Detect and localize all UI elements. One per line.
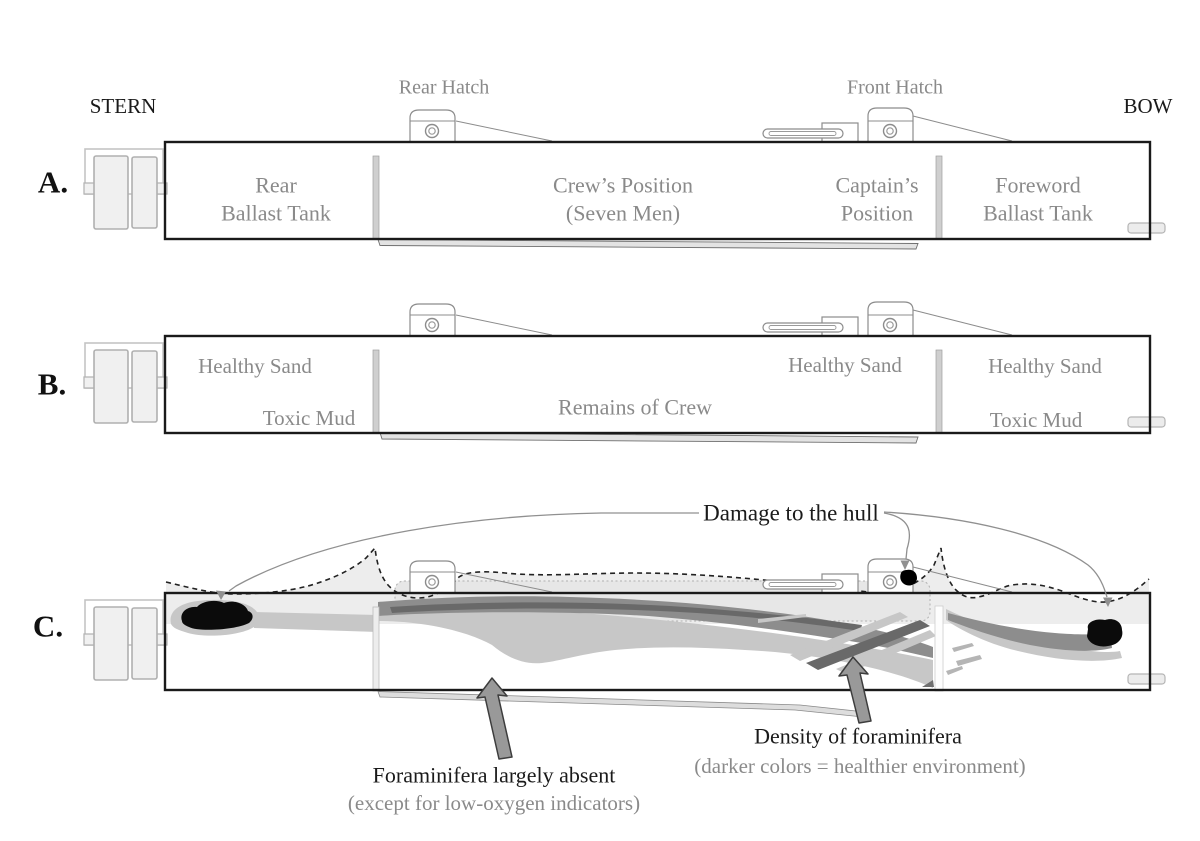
captain-position-label: Captain’s Position	[835, 172, 918, 227]
panel-c-diagram	[82, 511, 1167, 760]
damage-to-hull-label: Damage to the hull	[703, 500, 879, 526]
crew-line1: Crew’s Position	[553, 172, 693, 198]
panel-a-diagram	[82, 106, 1167, 250]
bow-label: BOW	[1123, 93, 1173, 118]
keel-ballast-c	[377, 691, 866, 718]
captain-line1: Captain’s	[835, 172, 919, 198]
rear-ballast-label: Rear Ballast Tank	[221, 172, 331, 227]
bulkhead-rear-a	[372, 155, 380, 240]
damage-annotation-arrowheads	[216, 560, 1113, 607]
bulkhead-rear-b	[372, 349, 380, 434]
foraminifera-density-map	[170, 596, 1122, 688]
bulkhead-front-a	[935, 155, 943, 240]
density-sublabel: (darker colors = healthier environment)	[694, 753, 1026, 778]
rear-ballast-line2: Ballast Tank	[221, 200, 331, 225]
healthy-sand-right-label: Healthy Sand	[988, 353, 1102, 378]
healthy-sand-left-label: Healthy Sand	[198, 353, 312, 378]
toxic-mud-left-label: Toxic Mud	[262, 405, 356, 430]
fore-ballast-line2: Ballast Tank	[983, 200, 1093, 225]
fore-ballast-line1: Foreword	[995, 172, 1081, 198]
foraminifera-absent-label: Foraminifera largely absent	[372, 762, 616, 788]
panel-b-diagram	[82, 300, 1167, 624]
captain-line2: Position	[840, 200, 914, 225]
healthy-sand-mid-label: Healthy Sand	[788, 352, 902, 377]
bulkhead-front-c	[934, 605, 944, 692]
bulkhead-front-b	[935, 349, 943, 434]
panel-c-letter: C.	[32, 608, 64, 644]
crew-line2: (Seven Men)	[565, 200, 681, 225]
hull-damage-bow-blob	[1087, 619, 1123, 647]
front-hatch-label: Front Hatch	[846, 76, 944, 99]
panel-b-letter: B.	[37, 366, 67, 402]
density-arrow-up	[838, 656, 872, 724]
absent-arrow-up	[476, 677, 513, 760]
foraminifera-absent-sublabel: (except for low-oxygen indicators)	[347, 790, 641, 815]
remains-of-crew-label: Remains of Crew	[558, 394, 712, 420]
hull-damage-stern-blob	[181, 600, 253, 630]
density-label: Density of foraminifera	[754, 723, 962, 749]
rear-hatch-label: Rear Hatch	[398, 76, 490, 99]
sediment-interface-line	[165, 546, 1150, 603]
crew-position-label: Crew’s Position (Seven Men)	[553, 172, 693, 227]
fore-ballast-label: Foreword Ballast Tank	[983, 172, 1093, 227]
rear-ballast-line1: Rear	[255, 172, 297, 198]
panel-a-letter: A.	[37, 164, 69, 200]
keel-ballast-a	[377, 239, 919, 250]
damage-annotation-lines	[228, 511, 1108, 598]
keel-ballast-b	[379, 432, 919, 444]
bulkhead-rear-c	[372, 606, 380, 692]
stern-label: STERN	[89, 93, 157, 118]
toxic-mud-right-label: Toxic Mud	[989, 407, 1083, 432]
hull-damage-hatch-blob	[900, 569, 917, 586]
